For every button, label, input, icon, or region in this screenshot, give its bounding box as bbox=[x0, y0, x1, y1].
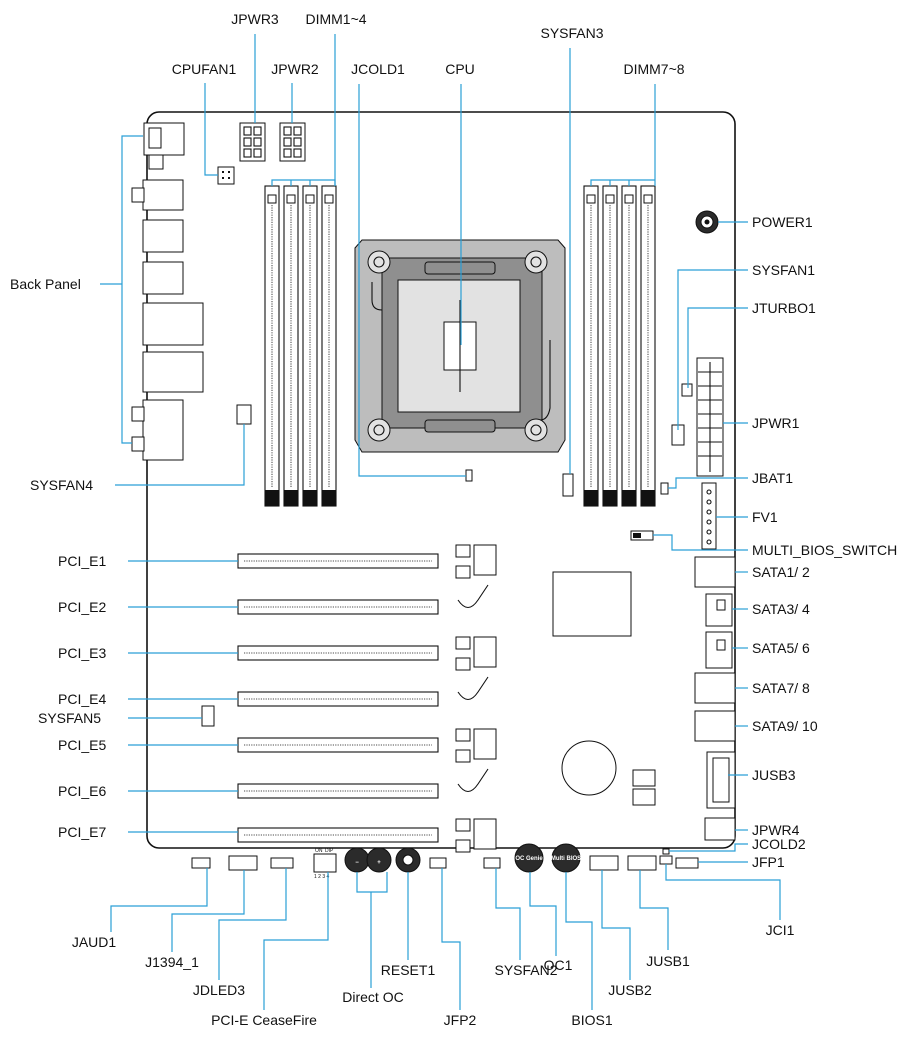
label-jaud1: JAUD1 bbox=[72, 934, 117, 950]
label-jusb2: JUSB2 bbox=[608, 982, 652, 998]
jpwr4-connector bbox=[704, 817, 736, 841]
label-sata1-2: SATA1/ 2 bbox=[752, 564, 810, 580]
label-sata7-8: SATA7/ 8 bbox=[752, 680, 810, 696]
label-jusb3: JUSB3 bbox=[752, 767, 796, 783]
sysfan4-header bbox=[236, 404, 252, 425]
label-jfp1: JFP1 bbox=[752, 854, 785, 870]
dimm-slots-right bbox=[583, 185, 656, 507]
label-jfp2: JFP2 bbox=[444, 1012, 477, 1028]
label-jpwr3: JPWR3 bbox=[231, 11, 279, 27]
label-cpufan1: CPUFAN1 bbox=[172, 61, 237, 77]
dimm-slots-left bbox=[264, 185, 337, 507]
multi-bios-switch bbox=[630, 530, 654, 541]
sysfan5-header bbox=[201, 705, 215, 727]
label-dimm7-8: DIMM7~8 bbox=[623, 61, 684, 77]
jturbo1-header bbox=[681, 383, 693, 397]
label-sysfan5: SYSFAN5 bbox=[38, 710, 101, 726]
label-pci-e4: PCI_E4 bbox=[58, 691, 106, 707]
label-sysfan4: SYSFAN4 bbox=[30, 477, 93, 493]
pcie-slots bbox=[237, 544, 497, 853]
power-button bbox=[695, 210, 719, 234]
cpu-socket bbox=[354, 239, 566, 453]
label-sata5-6: SATA5/ 6 bbox=[752, 640, 810, 656]
label-dimm1-4: DIMM1~4 bbox=[305, 11, 366, 27]
label-jusb1: JUSB1 bbox=[646, 953, 690, 969]
fv1-header bbox=[701, 482, 717, 550]
label-bios1: BIOS1 bbox=[571, 1012, 612, 1028]
minus-text: − bbox=[355, 860, 359, 866]
small-chips bbox=[632, 769, 656, 806]
dip-numbers-text: 1 2 3 4 bbox=[314, 874, 330, 880]
callout-labels: JPWR3 DIMM1~4 SYSFAN3 CPUFAN1 JPWR2 JCOL… bbox=[10, 11, 897, 1028]
jcold1-header bbox=[465, 469, 473, 482]
label-oc1: OC1 bbox=[544, 957, 573, 973]
label-sata9-10: SATA9/ 10 bbox=[752, 718, 818, 734]
jpwr2-connector bbox=[279, 122, 306, 162]
reset-button[interactable] bbox=[395, 847, 421, 873]
label-multi-bios-switch: MULTI_BIOS_SWITCH bbox=[752, 542, 897, 558]
sysfan3-header bbox=[562, 473, 574, 497]
label-jpwr1: JPWR1 bbox=[752, 415, 800, 431]
label-jci1: JCI1 bbox=[766, 922, 795, 938]
label-fv1: FV1 bbox=[752, 509, 778, 525]
direct-oc-plus-button[interactable]: + bbox=[366, 847, 392, 873]
jpwr1-connector bbox=[696, 357, 724, 477]
oc-genie-button[interactable]: OC Genie bbox=[514, 843, 544, 873]
plus-text: + bbox=[377, 860, 381, 866]
label-sysfan3: SYSFAN3 bbox=[540, 25, 603, 41]
label-sysfan1: SYSFAN1 bbox=[752, 262, 815, 278]
label-jdled3: JDLED3 bbox=[193, 982, 245, 998]
label-sata3-4: SATA3/ 4 bbox=[752, 601, 810, 617]
cmos-battery bbox=[561, 740, 617, 796]
label-jpwr2: JPWR2 bbox=[271, 61, 319, 77]
label-pci-e3: PCI_E3 bbox=[58, 645, 106, 661]
label-jbat1: JBAT1 bbox=[752, 470, 793, 486]
chipset bbox=[552, 571, 632, 637]
label-cpu: CPU bbox=[445, 61, 475, 77]
label-pci-e2: PCI_E2 bbox=[58, 599, 106, 615]
cpufan1-header bbox=[217, 166, 235, 185]
label-jturbo1: JTURBO1 bbox=[752, 300, 816, 316]
label-pci-e5: PCI_E5 bbox=[58, 737, 106, 753]
label-j1394-1: J1394_1 bbox=[145, 954, 199, 970]
label-reset1: RESET1 bbox=[381, 962, 436, 978]
dip-dip-text: DIP bbox=[325, 848, 334, 854]
jpwr3-connector bbox=[239, 122, 266, 162]
jbat1-header bbox=[660, 482, 669, 495]
label-jcold1: JCOLD1 bbox=[351, 61, 405, 77]
dip-on-text: ON bbox=[315, 848, 323, 854]
oc-genie-text: OC Genie bbox=[515, 856, 543, 862]
label-pci-e7: PCI_E7 bbox=[58, 824, 106, 840]
label-pci-e6: PCI_E6 bbox=[58, 783, 106, 799]
label-back-panel: Back Panel bbox=[10, 276, 81, 292]
direct-oc-minus-button[interactable]: − bbox=[344, 847, 370, 873]
label-jpwr4: JPWR4 bbox=[752, 822, 800, 838]
jusb3-connector bbox=[706, 751, 736, 809]
multi-bios-text: Multi BIOS bbox=[551, 856, 581, 862]
sata-connectors bbox=[694, 556, 736, 742]
dip-switch-labels: ON DIP 1 2 3 4 bbox=[314, 848, 334, 880]
label-jcold2: JCOLD2 bbox=[752, 836, 806, 852]
label-pci-e1: PCI_E1 bbox=[58, 553, 106, 569]
leader-lines bbox=[100, 34, 781, 1010]
multi-bios-button[interactable]: Multi BIOS bbox=[551, 843, 581, 873]
back-panel-connectors bbox=[131, 122, 204, 461]
label-direct-oc: Direct OC bbox=[342, 989, 403, 1005]
label-power1: POWER1 bbox=[752, 214, 813, 230]
label-pcie-ceasefire: PCI-E CeaseFire bbox=[211, 1012, 317, 1028]
bottom-headers bbox=[191, 848, 699, 873]
label-sysfan2: SYSFAN2 bbox=[494, 962, 557, 978]
